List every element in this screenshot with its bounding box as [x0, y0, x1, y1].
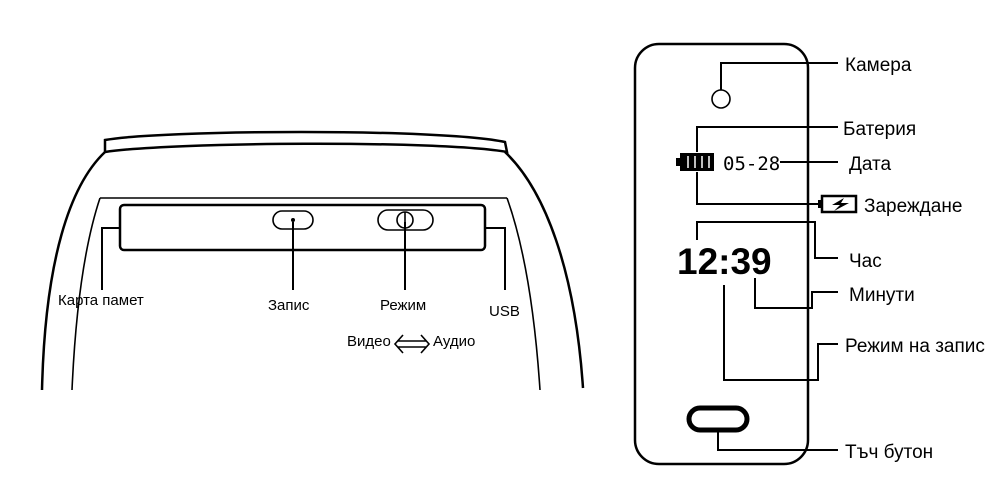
- touch-button-icon[interactable]: [686, 405, 750, 433]
- label-camera: Камера: [845, 55, 912, 76]
- camera-lens-icon: [711, 89, 731, 109]
- label-mode: Режим: [380, 297, 426, 314]
- double-arrow-icon: [393, 334, 431, 354]
- front-view: Камера 05-28 12:39: [633, 42, 985, 466]
- label-memory-card: Карта памет: [58, 292, 144, 309]
- screen-time: 12:39: [677, 241, 772, 282]
- label-minutes: Минути: [849, 285, 915, 306]
- label-record-mode: Режим на запис: [845, 336, 985, 357]
- screen-date: 05-28: [723, 153, 780, 175]
- label-date: Дата: [849, 154, 892, 175]
- label-touch-button: Тъч бутон: [845, 442, 933, 463]
- front-leaders: [696, 126, 838, 451]
- label-usb: USB: [489, 303, 520, 320]
- label-video: Видео: [347, 333, 391, 350]
- top-view: Карта памет Запис Режим USB Видео Аудио: [40, 130, 585, 391]
- label-record: Запис: [268, 297, 310, 314]
- band-outline: [40, 130, 585, 391]
- label-hour: Час: [849, 251, 882, 272]
- label-charging: Зареждане: [864, 196, 962, 217]
- label-battery: Батерия: [843, 119, 916, 140]
- label-audio: Аудио: [433, 333, 475, 350]
- charging-icon: [818, 194, 858, 214]
- device-body: [633, 42, 810, 466]
- battery-icon: [676, 153, 714, 171]
- top-leaders: [101, 222, 506, 290]
